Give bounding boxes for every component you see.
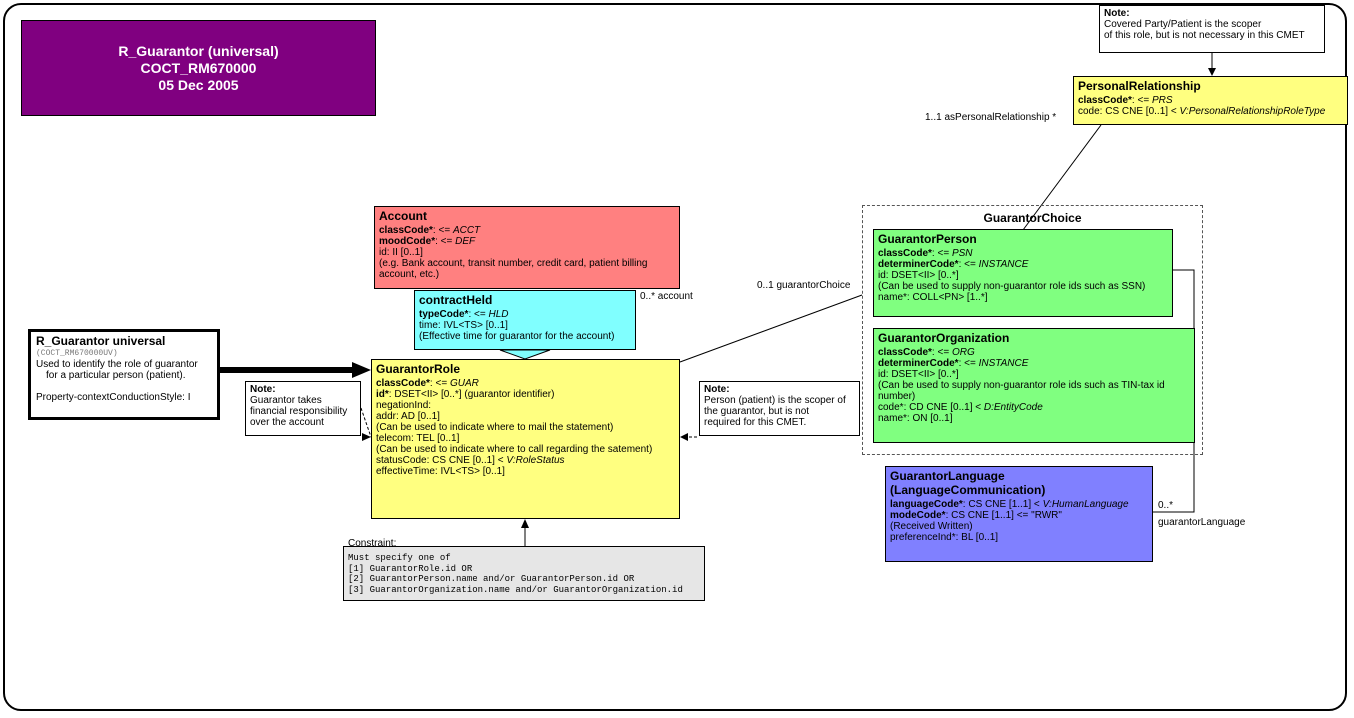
note-covered-arrow-head <box>1208 68 1216 76</box>
gl-language-code: languageCode*: CS CNE [1..1] < V:HumanLa… <box>890 499 1129 510</box>
constraint-line-3: [2] GuarantorPerson.name and/or Guaranto… <box>348 574 635 584</box>
contract-held-time: time: IVL<TS> [0..1] <box>419 320 508 331</box>
relationship-assoc-line <box>1022 124 1102 231</box>
guarantor-person-class[interactable]: GuarantorPerson classCode*: <= PSN deter… <box>873 229 1173 317</box>
account-class-code: classCode*: <= ACCT <box>379 225 481 236</box>
entry-desc-2: for a particular person (patient). <box>46 370 186 381</box>
contract-held-class[interactable]: contractHeld typeCode*: <= HLD time: IVL… <box>414 290 636 350</box>
constraint-line-4: [3] GuarantorOrganization.name and/or Gu… <box>348 584 683 595</box>
pr-class-code: classCode*: <= PRS <box>1078 95 1173 106</box>
entry-style: Property-contextConductionStyle: I <box>36 392 191 403</box>
role-addr-desc: (Can be used to indicate where to mail t… <box>376 422 614 433</box>
account-assoc-label: 0..* account <box>640 291 693 302</box>
entry-point-box[interactable]: R_Guarantor universal (COCT_RM670000UV) … <box>28 329 220 420</box>
account-id: id: II [0..1] <box>379 247 423 258</box>
note-guarantor-line-1: Guarantor takes <box>250 395 322 406</box>
note-guarantor-line-3: over the account <box>250 417 324 428</box>
entry-code: (COCT_RM670000UV) <box>36 349 118 358</box>
go-id-desc-1: (Can be used to supply non-guarantor rol… <box>878 380 1165 391</box>
personal-relationship-class[interactable]: PersonalRelationship classCode*: <= PRS … <box>1073 76 1348 125</box>
go-id: id: DSET<II> [0..*] <box>878 369 959 380</box>
constraint-arrow-head <box>521 519 529 528</box>
guarantor-language-class[interactable]: GuarantorLanguage (LanguageCommunication… <box>885 466 1153 562</box>
account-class[interactable]: Account classCode*: <= ACCT moodCode*: <… <box>374 206 680 289</box>
choice-assoc-label: 0..1 guarantorChoice <box>757 280 851 291</box>
role-effective-time: effectiveTime: IVL<TS> [0..1] <box>376 466 505 477</box>
gp-det-code: determinerCode*: <= INSTANCE <box>878 259 1029 270</box>
role-telecom-desc: (Can be used to indicate where to call r… <box>376 444 653 455</box>
account-id-desc-2: account, etc.) <box>379 269 440 280</box>
personal-relationship-title: PersonalRelationship <box>1078 79 1201 93</box>
contract-held-type-code: typeCode*: <= HLD <box>419 309 509 320</box>
guarantor-role-class[interactable]: GuarantorRole classCode*: <= GUAR id*: D… <box>371 359 680 519</box>
contract-held-pointer <box>499 349 551 360</box>
note-person-line-1: Person (patient) is the scoper of <box>704 395 846 406</box>
language-mult-label: 0..* <box>1158 500 1174 511</box>
note-covered-line-1: Covered Party/Patient is the scoper <box>1104 19 1262 30</box>
gp-id-desc: (Can be used to supply non-guarantor rol… <box>878 281 1146 292</box>
gp-name: name*: COLL<PN> [1..*] <box>878 292 988 303</box>
pr-code: code: CS CNE [0..1] < V:PersonalRelation… <box>1078 106 1326 117</box>
entry-arrow-head <box>352 362 371 378</box>
guarantor-role-title: GuarantorRole <box>376 362 461 376</box>
guarantor-org-class[interactable]: GuarantorOrganization classCode*: <= ORG… <box>873 328 1195 443</box>
gp-class-code: classCode*: <= PSN <box>878 248 973 259</box>
note-person-head: Note: <box>704 384 730 395</box>
role-negation: negationInd: <box>376 400 432 411</box>
note-guarantor-line-2: financial responsibility <box>250 406 348 417</box>
entry-desc-1: Used to identify the role of guarantor <box>36 359 198 370</box>
guarantor-choice-title: GuarantorChoice <box>983 211 1082 225</box>
role-status-code: statusCode: CS CNE [0..1] < V:RoleStatus <box>376 455 565 466</box>
constraint-line-1: Must specify one of <box>348 553 451 563</box>
note-covered-line-2: of this role, but is not necessary in th… <box>1104 30 1305 41</box>
role-telecom: telecom: TEL [0..1] <box>376 433 460 444</box>
diagram-title: R_Guarantor (universal) COCT_RM670000 05… <box>21 20 376 116</box>
guarantor-person-title: GuarantorPerson <box>878 232 977 246</box>
go-id-desc-2: number) <box>878 391 916 402</box>
gl-mode-desc: (Received Written) <box>890 521 973 532</box>
note-person-line-3: required for this CMET. <box>704 417 807 428</box>
choice-assoc-line <box>679 294 863 363</box>
role-class-code: classCode*: <= GUAR <box>376 378 479 389</box>
entry-title: R_Guarantor universal <box>36 334 166 348</box>
go-class-code: classCode*: <= ORG <box>878 347 975 358</box>
gl-pref: preferenceInd*: BL [0..1] <box>890 532 999 543</box>
note-guarantor-arrow-head <box>362 433 371 441</box>
constraint-box: Must specify one of [1] GuarantorRole.id… <box>343 546 705 601</box>
gl-mode-code: modeCode*: CS CNE [1..1] <= "RWR" <box>890 510 1062 521</box>
role-addr: addr: AD [0..1] <box>376 411 440 422</box>
note-guarantor-head: Note: <box>250 384 276 395</box>
diagram-frame <box>3 3 1347 711</box>
guarantor-language-title-1: GuarantorLanguage <box>890 469 1005 483</box>
note-guarantor-connector <box>360 407 372 438</box>
note-person: Note: Person (patient) is the scoper of … <box>699 381 860 436</box>
note-covered-head: Note: <box>1104 8 1130 19</box>
guarantor-language-title-2: (LanguageCommunication) <box>890 483 1046 497</box>
contract-held-time-desc: (Effective time for guarantor for the ac… <box>419 331 615 342</box>
go-code: code*: CD CNE [0..1] < D:EntityCode <box>878 402 1043 413</box>
gp-id: id: DSET<II> [0..*] <box>878 270 959 281</box>
guarantor-choice-group <box>862 205 1203 455</box>
account-title: Account <box>379 209 427 223</box>
constraint-line-2: [1] GuarantorRole.id OR <box>348 563 473 574</box>
title-line-3: 05 Dec 2005 <box>158 77 239 93</box>
role-id: id*: DSET<II> [0..*] (guarantor identifi… <box>376 389 555 400</box>
language-assoc-label: guarantorLanguage <box>1158 517 1246 528</box>
relationship-assoc-label: 1..1 asPersonalRelationship * <box>925 112 1057 123</box>
contract-held-title: contractHeld <box>419 293 493 307</box>
note-guarantor: Note: Guarantor takes financial responsi… <box>245 381 361 436</box>
note-person-line-2: the guarantor, but is not <box>704 406 810 417</box>
role-arrow-head <box>680 433 688 441</box>
account-id-desc-1: (e.g. Bank account, transit number, cred… <box>379 258 648 269</box>
note-covered: Note: Covered Party/Patient is the scope… <box>1099 5 1325 53</box>
go-det-code: determinerCode*: <= INSTANCE <box>878 358 1029 369</box>
title-line-2: COCT_RM670000 <box>140 60 257 76</box>
guarantor-org-title: GuarantorOrganization <box>878 331 1010 345</box>
account-mood-code: moodCode*: <= DEF <box>379 236 476 247</box>
title-line-1: R_Guarantor (universal) <box>118 43 279 59</box>
constraint-label: Constraint: <box>346 538 399 549</box>
go-name: name*: ON [0..1] <box>878 413 953 424</box>
